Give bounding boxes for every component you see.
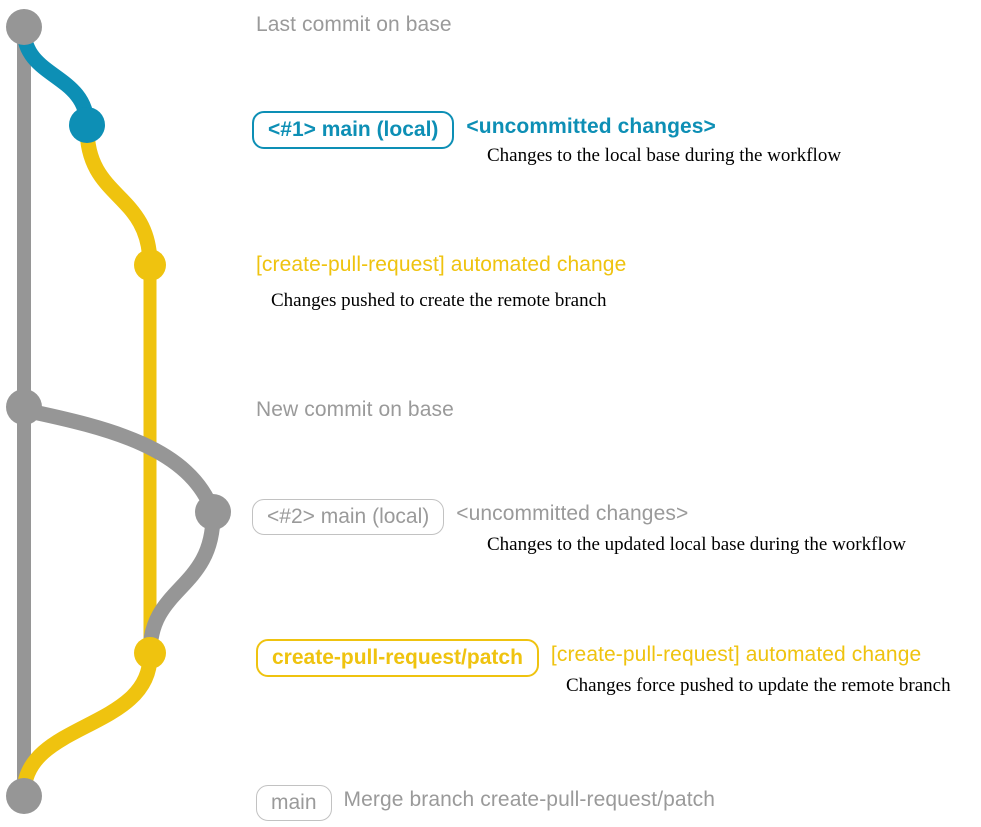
edge-local-1-to-remote-1 [79,120,158,273]
commit-row-local-uncommitted-2: <#2> main (local) <uncommitted changes> [252,496,689,535]
edge-remote-2-to-merge [16,648,158,801]
commit-message: Merge branch create-pull-request/patch [343,788,716,811]
node-local-1 [69,107,105,143]
node-remote-1 [134,249,166,281]
node-local-2 [195,494,231,530]
edge-local-2-to-remote-2 [142,507,221,661]
ref-badge-main-local-2[interactable]: <#2> main (local) [252,499,445,535]
commit-description-local-uncommitted-1: Changes to the local base during the wor… [487,145,842,166]
ref-badge-main-local-1[interactable]: <#1> main (local) [252,111,455,149]
commit-description-local-uncommitted-2: Changes to the updated local base during… [487,534,906,555]
node-remote-2 [134,637,166,669]
commit-message: Last commit on base [256,13,452,36]
ref-badge-create-pull-request-patch[interactable]: create-pull-request/patch [256,639,539,677]
ref-badge-main[interactable]: main [256,785,332,821]
commit-row-local-uncommitted-1: <#1> main (local) <uncommitted changes> [252,108,716,149]
node-base-new [6,389,42,425]
commit-message: <uncommitted changes> [466,115,716,138]
commit-message: New commit on base [256,398,454,421]
commit-row-automated-change-2: create-pull-request/patch [create-pull-r… [256,636,922,677]
commit-message: [create-pull-request] automated change [256,253,627,276]
edge-base-new-to-local-2 [16,402,221,520]
commit-row-automated-change-1: [create-pull-request] automated change [256,254,626,275]
commit-row-merge-commit: main Merge branch create-pull-request/pa… [256,782,716,821]
commit-row-last-commit-on-base: Last commit on base [256,14,452,35]
commit-message: [create-pull-request] automated change [550,643,922,666]
commit-description-automated-change-2: Changes force pushed to update the remot… [566,675,951,696]
node-base-last [6,9,42,45]
commit-message: <uncommitted changes> [456,502,689,525]
commit-row-new-commit-on-base: New commit on base [256,399,454,420]
commit-description-automated-change-1: Changes pushed to create the remote bran… [271,290,607,311]
node-base-merge [6,778,42,814]
